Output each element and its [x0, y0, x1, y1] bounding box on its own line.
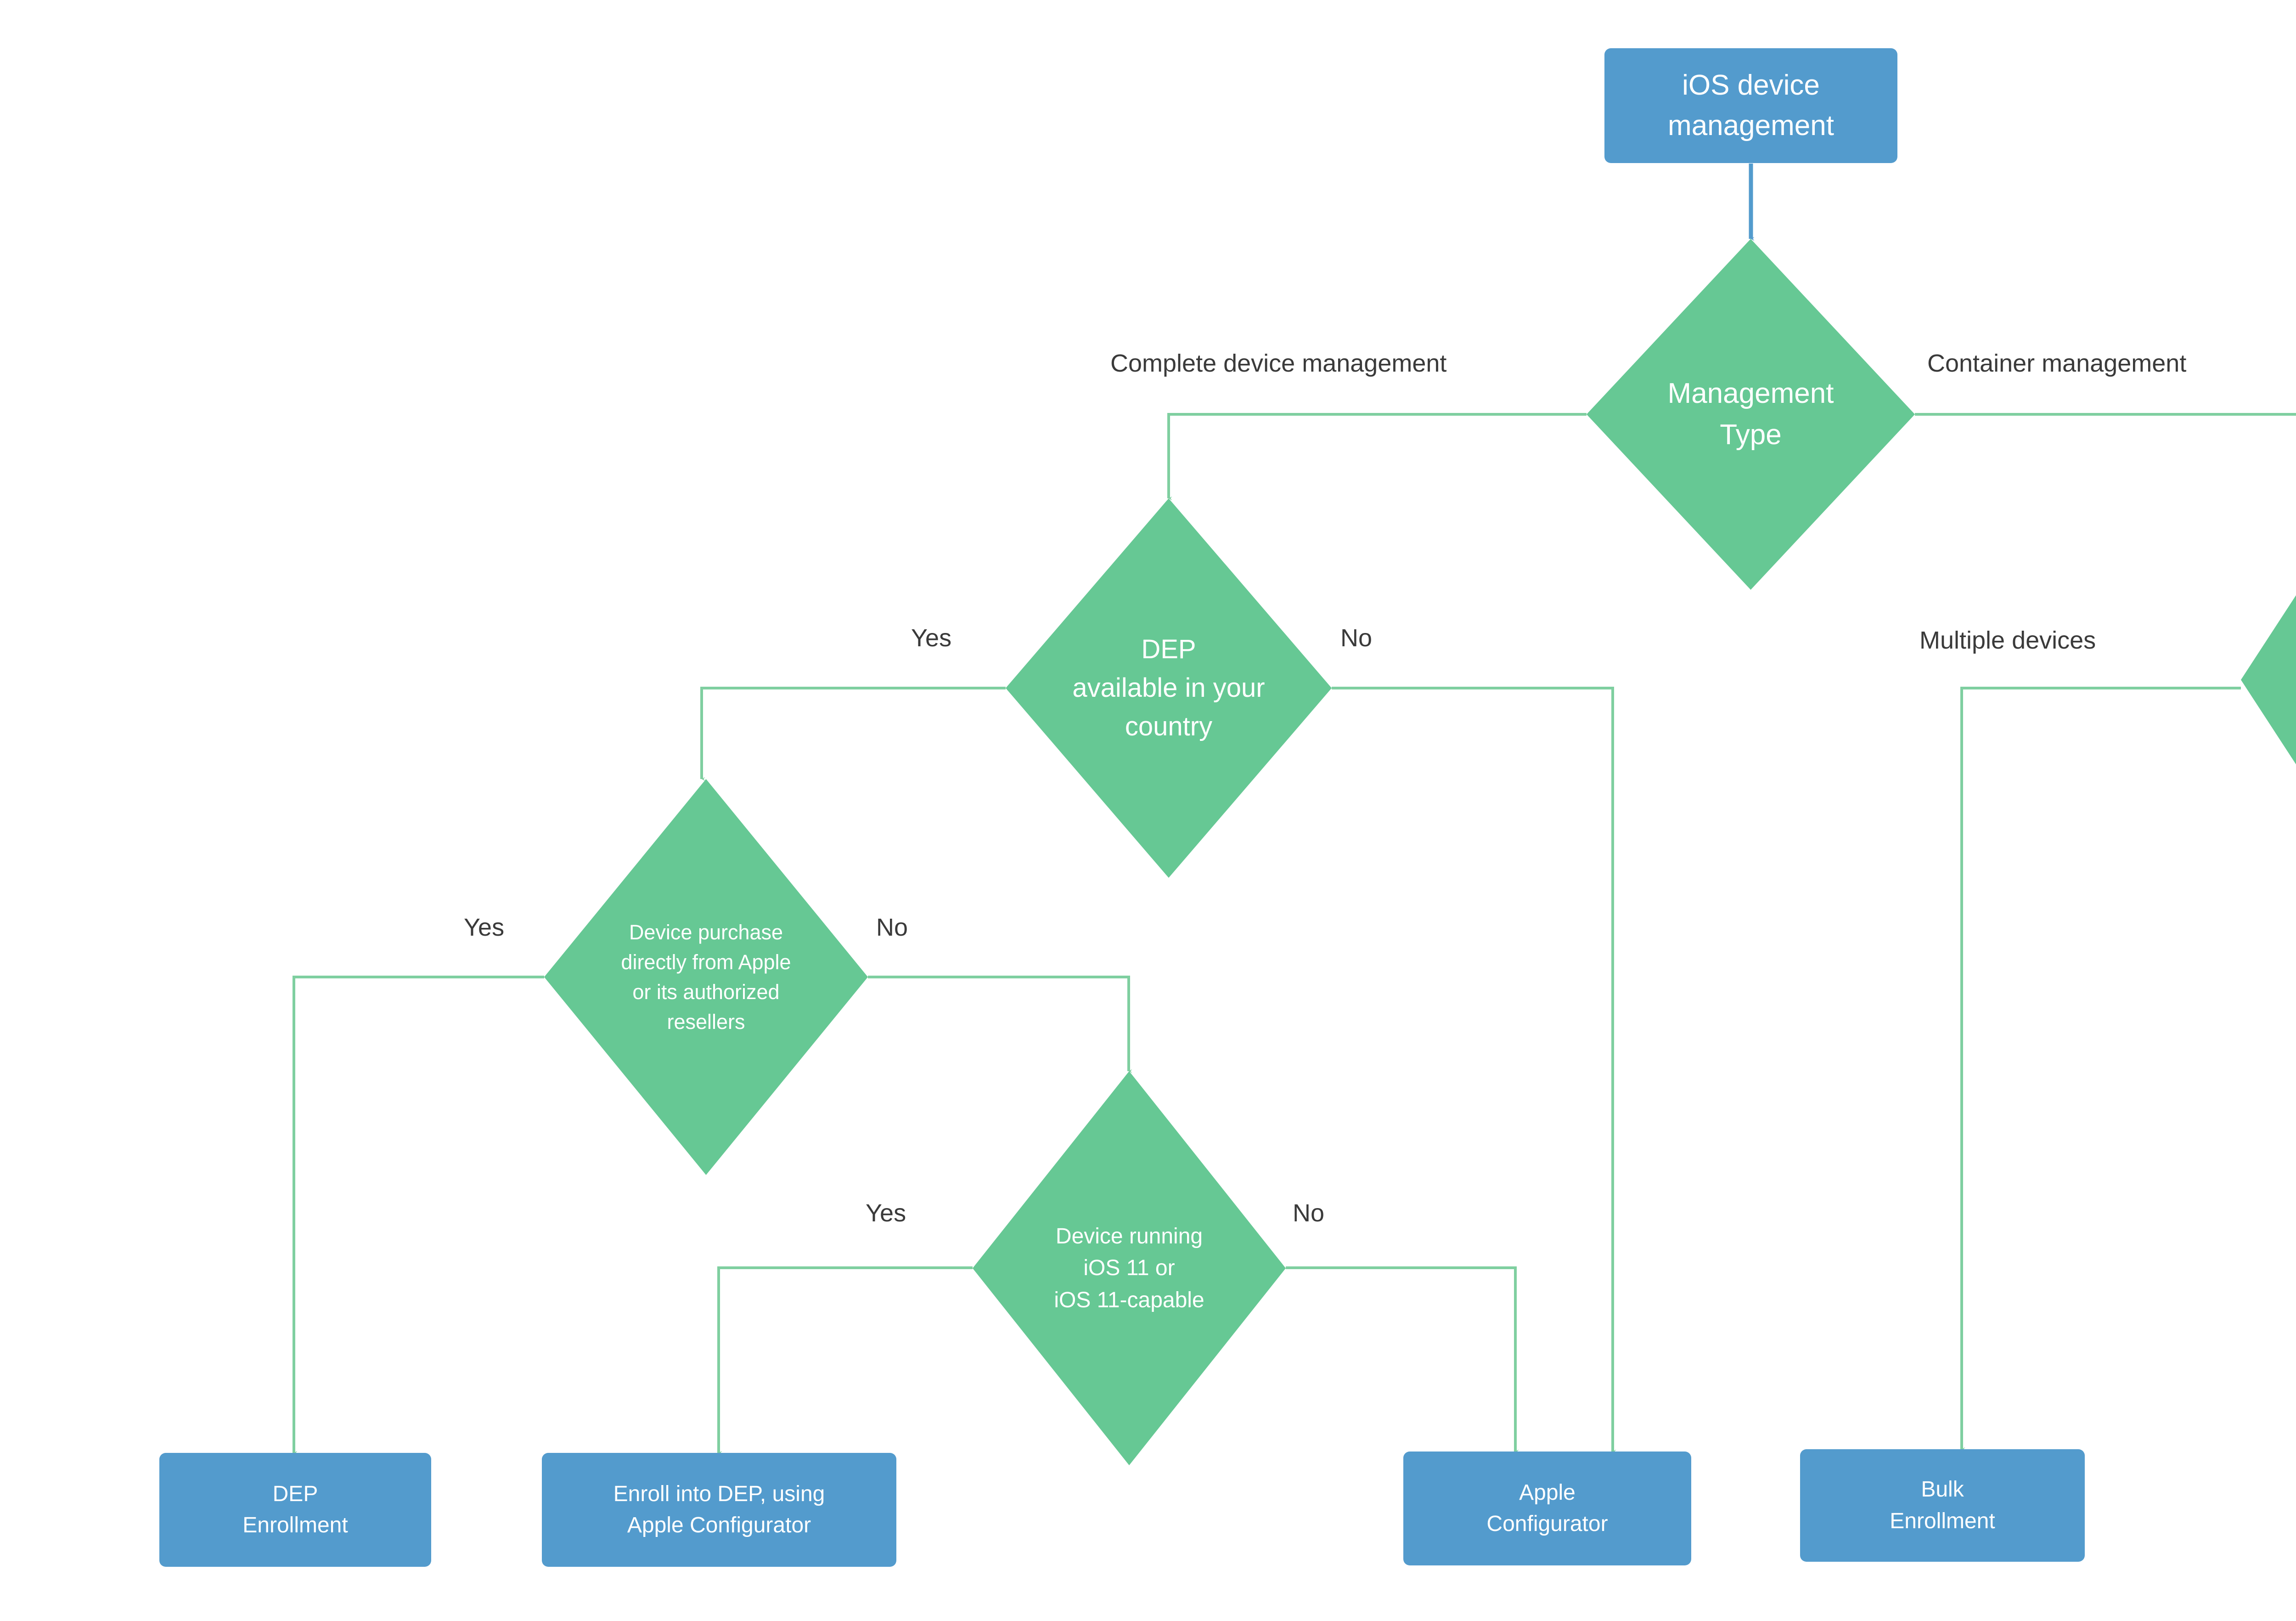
node-enrollment-type-label: Enrollment Type: [2241, 498, 2296, 861]
node-management-type-label: Management Type: [1667, 378, 1834, 451]
node-device-running-ios11-label: Device running iOS 11 or iOS 11-capable: [1054, 1224, 1204, 1312]
edge-label-purchase-no: No: [876, 914, 908, 941]
node-dep-available-label: DEP available in your country: [1072, 634, 1265, 742]
node-ios-device-management[interactable]: iOS device management: [1604, 48, 1897, 163]
node-device-purchase-label: Device purchase directly from Apple or i…: [621, 920, 791, 1034]
node-bulk-enrollment[interactable]: Bulk Enrollment: [1800, 1449, 2085, 1562]
node-device-running-ios11[interactable]: Device running iOS 11 or iOS 11-capable: [973, 1071, 1286, 1465]
node-dep-available[interactable]: DEP available in your country: [1006, 498, 1332, 878]
edge-label-ios11-no: No: [1293, 1199, 1325, 1227]
edge-label-container-management: Container management: [1927, 350, 2187, 377]
node-device-purchase[interactable]: Device purchase directly from Apple or i…: [544, 779, 868, 1175]
node-enrollment-type[interactable]: Enrollment Type: [2241, 498, 2296, 861]
node-management-type[interactable]: Management Type: [1587, 239, 1915, 590]
edge-label-purchase-yes: Yes: [464, 914, 505, 941]
edge-label-complete-device-management: Complete device management: [1110, 350, 1447, 377]
edge-label-dep-no: No: [1340, 624, 1373, 652]
node-dep-enrollment[interactable]: DEP Enrollment: [159, 1453, 431, 1567]
node-enroll-into-dep[interactable]: Enroll into DEP, using Apple Configurato…: [542, 1453, 896, 1567]
edge-label-dep-yes: Yes: [911, 624, 952, 652]
edge-label-ios11-yes: Yes: [866, 1199, 906, 1227]
node-apple-configurator[interactable]: Apple Configurator: [1403, 1452, 1691, 1565]
edge-label-multiple-devices: Multiple devices: [1919, 627, 2096, 654]
